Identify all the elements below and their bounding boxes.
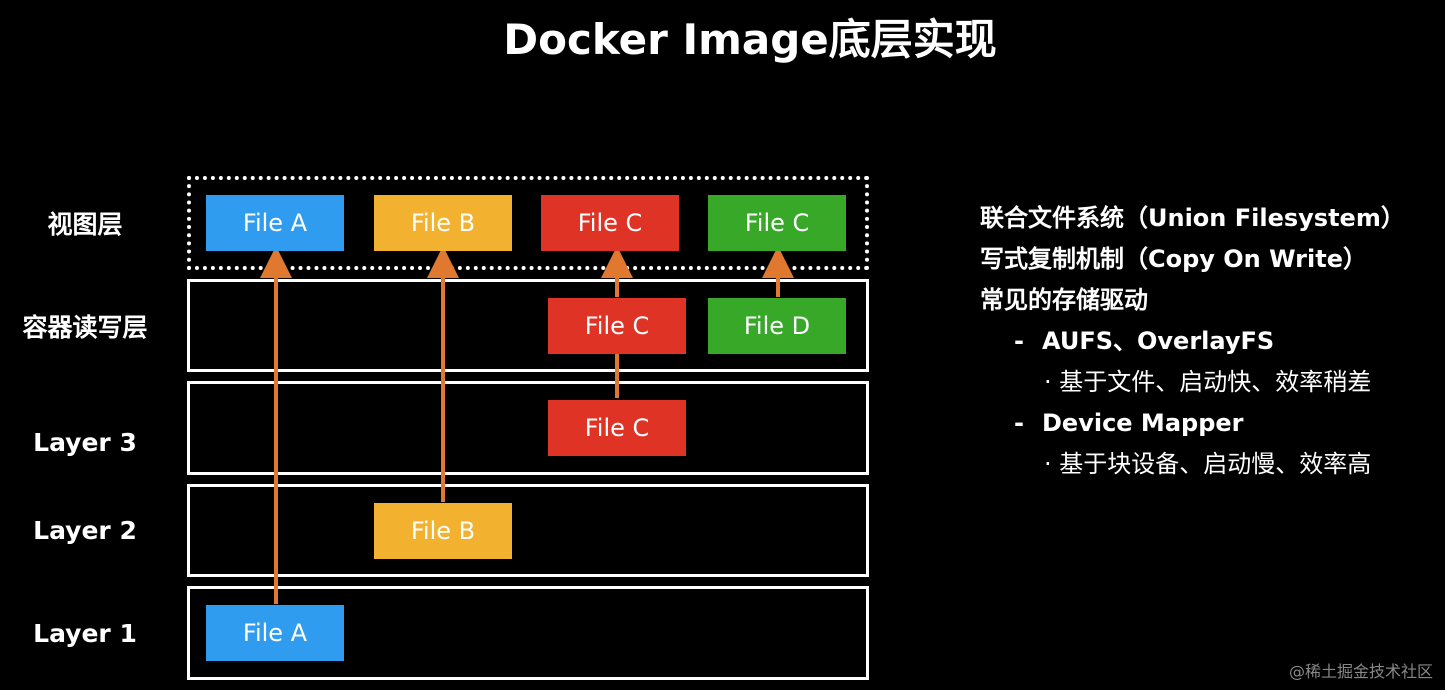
- layer2-box: [187, 484, 869, 577]
- layer-label-layer1: Layer 1: [33, 619, 137, 648]
- watermark: @稀土掘金技术社区: [1288, 662, 1433, 681]
- view-file-b: File B: [374, 195, 512, 251]
- note-aufs: AUFS、OverlayFS: [1042, 327, 1275, 355]
- dash-bullet: -: [1014, 409, 1024, 437]
- view-file-c-green: File C: [708, 195, 846, 251]
- layer3-file-c: File C: [548, 400, 686, 456]
- container-rw-layer-box: [187, 279, 869, 372]
- view-layer-box: [187, 176, 869, 270]
- note-storage-drivers: 常见的存储驱动: [980, 286, 1148, 314]
- layer-label-container-rw: 容器读写层: [22, 313, 148, 342]
- view-file-a: File A: [206, 195, 344, 251]
- note-aufs-desc: · 基于文件、启动快、效率稍差: [1044, 368, 1372, 396]
- notes-panel: 联合文件系统（Union Filesystem） 写式复制机制（Copy On …: [980, 198, 1440, 485]
- layer2-file-b: File B: [374, 503, 512, 559]
- layer-label-layer3: Layer 3: [33, 428, 137, 457]
- layer3-box: [187, 381, 869, 475]
- note-union-fs: 联合文件系统（Union Filesystem）: [980, 204, 1405, 232]
- rw-file-c: File C: [548, 298, 686, 354]
- layer1-box: [187, 586, 869, 680]
- layer1-file-a: File A: [206, 605, 344, 661]
- dash-bullet: -: [1014, 327, 1024, 355]
- layer-label-layer2: Layer 2: [33, 516, 137, 545]
- rw-file-d: File D: [708, 298, 846, 354]
- page-title: Docker Image底层实现: [503, 15, 997, 64]
- note-dm-item: -Device Mapper: [980, 403, 1440, 444]
- note-device-mapper: Device Mapper: [1042, 409, 1244, 437]
- layer-label-view: 视图层: [47, 210, 123, 239]
- view-file-c-red: File C: [541, 195, 679, 251]
- note-dm-desc: · 基于块设备、启动慢、效率高: [1044, 450, 1372, 478]
- note-aufs-item: -AUFS、OverlayFS: [980, 321, 1440, 362]
- note-copy-on-write: 写式复制机制（Copy On Write）: [980, 245, 1367, 273]
